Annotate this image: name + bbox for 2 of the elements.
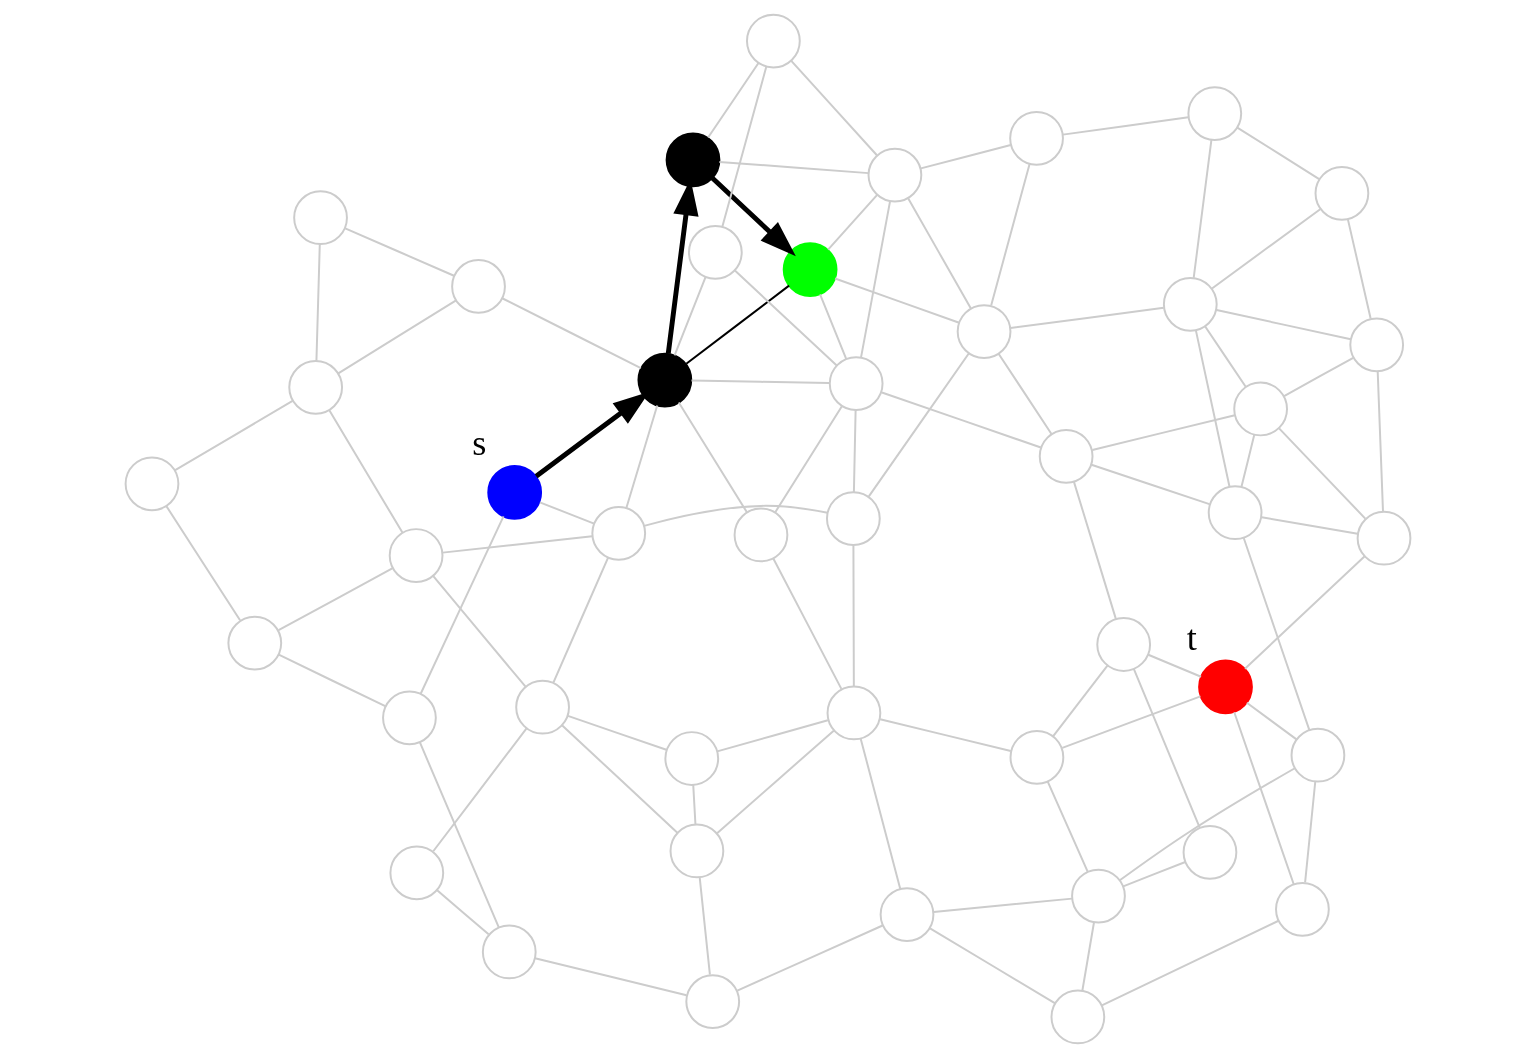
node-label: t (1186, 618, 1197, 659)
node-label: s (471, 423, 486, 464)
